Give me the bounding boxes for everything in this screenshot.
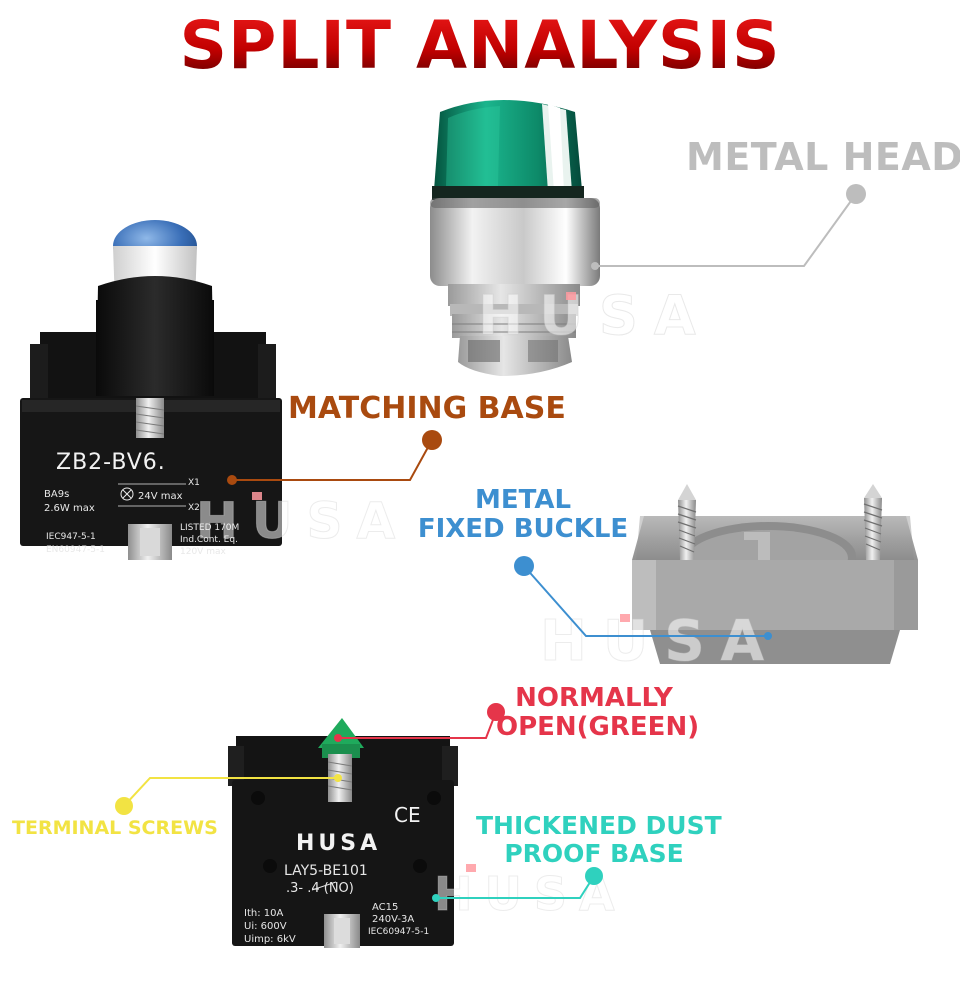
label-terminal-screws: TERMINAL SCREWS	[12, 817, 218, 839]
label-normally-open: NORMALLY OPEN(GREEN)	[496, 683, 700, 743]
contact-standard-text: IEC60947-5-1	[368, 927, 429, 937]
contact-uimp-text: Uimp: 6kV	[244, 934, 296, 945]
dust-proof-base-leader	[432, 867, 603, 902]
lamp-listing-3-text: 120V max	[180, 547, 226, 557]
contact-ui-text: Ui: 600V	[244, 921, 287, 932]
contact-block-lay5-be101: HUSA CE LAY5-BE101 .3- .4 (NO) Ith: 10A …	[228, 718, 627, 948]
label-metal-head: METAL HEAD	[686, 135, 960, 179]
label-line: OPEN(GREEN)	[496, 712, 700, 743]
contact-model-text: LAY5-BE101	[284, 863, 368, 879]
label-dust-proof-base: THICKENED DUST PROOF BASE	[476, 811, 722, 868]
watermark: HUSA	[540, 609, 780, 674]
contact-brand-text: HUSA	[296, 831, 381, 856]
label-metal-fixed-buckle: METAL FIXED BUCKLE	[416, 485, 630, 545]
contact-rating-text: 240V-3A	[372, 914, 414, 925]
watermark: HUSA	[478, 284, 712, 347]
label-line: METAL	[474, 485, 572, 515]
watermark: HUSA	[434, 867, 627, 921]
contact-category-text: AC15	[372, 902, 398, 913]
page-title: SPLIT ANALYSIS	[0, 6, 960, 86]
watermark: HUSA	[196, 492, 409, 550]
metal-head-selector-switch: HUSA	[430, 100, 712, 376]
lamp-listing-2-text: Ind.Cont. Eq.	[180, 535, 238, 545]
lamp-x2-text: X2	[188, 503, 200, 513]
lamp-model-text: ZB2-BV6.	[56, 450, 166, 475]
label-line: FIXED BUCKLE	[417, 514, 629, 545]
label-line: NORMALLY	[515, 683, 673, 713]
terminal-screws-leader	[115, 774, 342, 815]
lamp-block-zb2-bv6: ZB2-BV6. BA9s 2.6W max 24V max X1 X2 IEC…	[20, 220, 409, 560]
lamp-listing-1-text: LISTED 170M	[180, 523, 239, 533]
buckle-screw-left	[677, 484, 697, 560]
label-line: PROOF BASE	[504, 839, 684, 868]
lamp-socket-text: BA9s	[44, 489, 69, 500]
lamp-standard-1-text: IEC947-5-1	[46, 532, 96, 542]
metal-fixed-buckle: HUSA	[540, 484, 918, 675]
metal-head-leader	[591, 184, 866, 270]
matching-base-leader	[227, 430, 442, 485]
lamp-power-text: 2.6W max	[44, 503, 95, 514]
label-line: THICKENED DUST	[476, 811, 722, 840]
metal-fixed-buckle-leader	[514, 556, 772, 640]
normally-open-leader	[334, 703, 505, 742]
contact-type-text: .3- .4 (NO)	[286, 881, 354, 896]
lamp-standard-2-text: EN60947-5-1	[46, 545, 105, 555]
buckle-screw-right	[863, 484, 883, 560]
ce-mark: CE	[394, 803, 421, 827]
label-matching-base: MATCHING BASE	[288, 391, 566, 426]
lamp-x1-text: X1	[188, 478, 200, 488]
lamp-voltage-text: 24V max	[138, 491, 183, 502]
contact-ith-text: Ith: 10A	[244, 908, 283, 919]
